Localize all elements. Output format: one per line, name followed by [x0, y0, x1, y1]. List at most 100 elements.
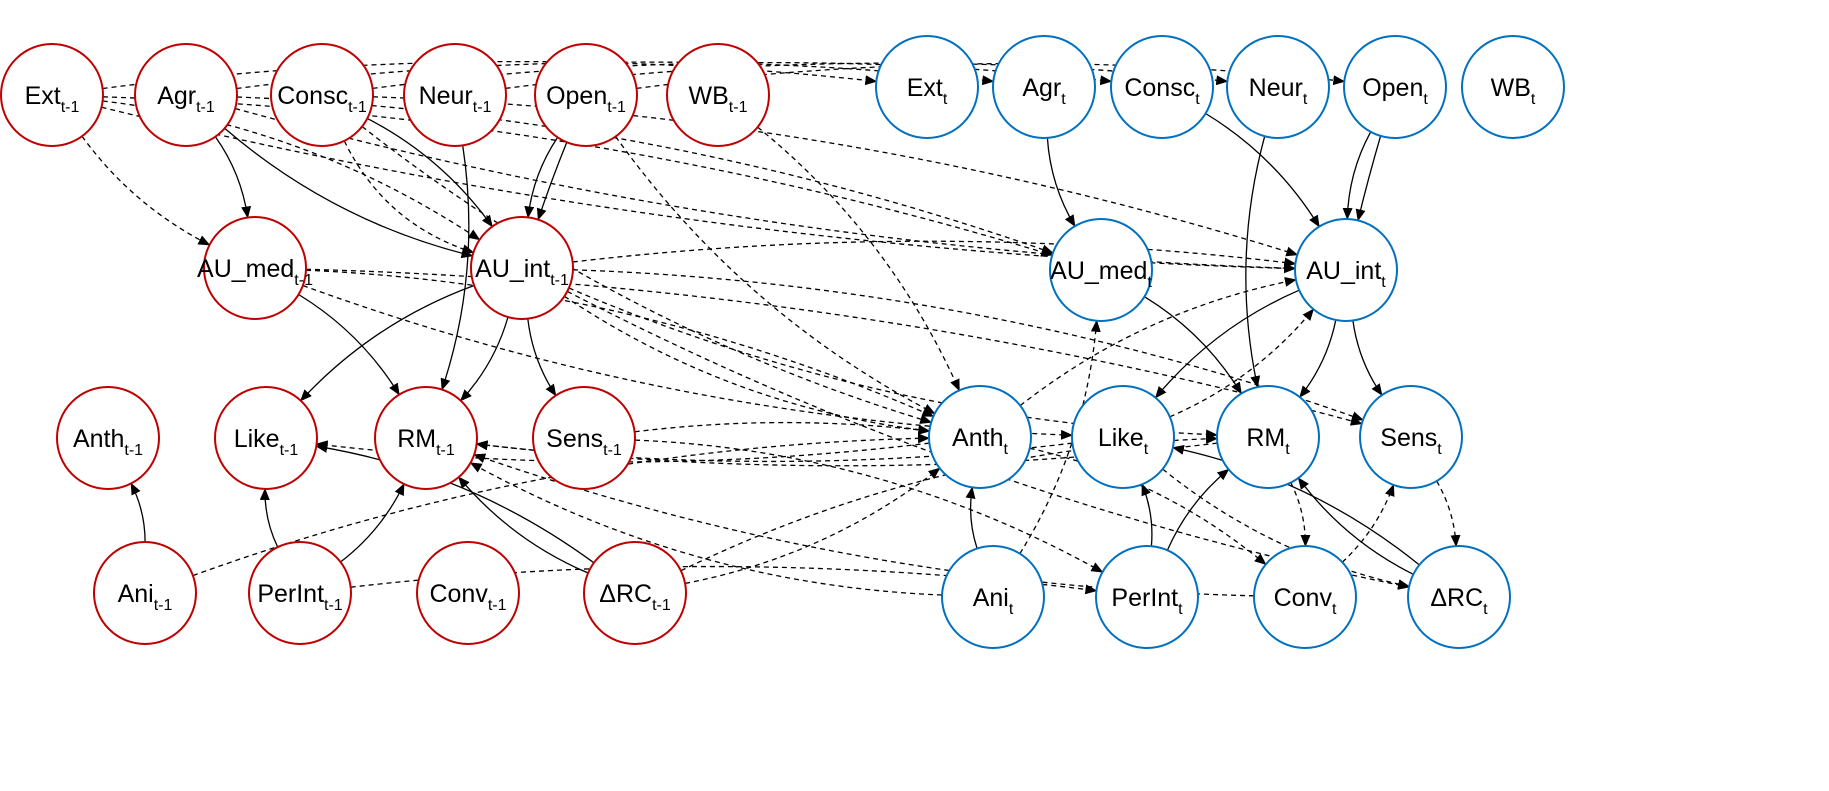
node-label-main: AU_med: [197, 255, 294, 283]
node-consc-t[interactable]: Consct: [1110, 35, 1214, 139]
node-label-subscript: t: [1178, 601, 1183, 618]
edge-auint_prev-to-like_prev: [300, 284, 475, 402]
node-sens-t[interactable]: Senst: [1359, 385, 1463, 489]
node-sens-prev[interactable]: Senst-1: [532, 386, 636, 490]
node-label-subscript: t: [1531, 91, 1536, 108]
node-circle: [0, 43, 104, 147]
node-label: Agrt: [1022, 74, 1066, 108]
node-rm-prev[interactable]: RMt-1: [374, 386, 478, 490]
edge-rm_t-to-rm_prev: [475, 440, 1218, 467]
node-auint-t[interactable]: AU_intt: [1294, 218, 1398, 322]
node-wb-prev[interactable]: WBt-1: [666, 43, 770, 147]
node-neur-prev[interactable]: Neurt-1: [403, 43, 507, 147]
node-perint-prev[interactable]: PerIntt-1: [248, 541, 352, 645]
edge-perint_t-to-rm_t: [1166, 468, 1230, 551]
node-label-subscript: t-1: [61, 99, 80, 116]
node-like-prev[interactable]: Liket-1: [214, 386, 318, 490]
node-circle: [1071, 385, 1175, 489]
edge-agr_prev-to-auint_t: [235, 107, 1296, 274]
node-label-main: ΔRC: [599, 580, 652, 608]
node-label-main: Conv: [1274, 584, 1333, 612]
node-neur-t[interactable]: Neurt: [1226, 35, 1330, 139]
node-conv-t[interactable]: Convt: [1253, 545, 1357, 649]
node-label-main: Like: [1098, 424, 1144, 452]
edge-open_prev-to-anth_t: [615, 136, 936, 415]
node-label: ΔRCt-1: [599, 580, 671, 614]
edge-open_prev-to-auint_prev: [524, 137, 559, 219]
node-label-subscript: t: [1195, 91, 1200, 108]
node-rm-t[interactable]: RMt: [1216, 385, 1320, 489]
edge-drc_t-to-rm_t: [1297, 477, 1414, 575]
node-anth-t[interactable]: Antht: [928, 385, 1032, 489]
node-label: Extt: [907, 74, 948, 108]
node-aumed-prev[interactable]: AU_medt-1: [197, 216, 313, 320]
node-label-main: Consc: [1124, 74, 1195, 102]
node-label: Extt-1: [25, 82, 80, 116]
node-like-t[interactable]: Liket: [1071, 385, 1175, 489]
node-label-main: Ani: [118, 580, 154, 608]
node-ext-t[interactable]: Extt: [875, 35, 979, 139]
node-auint-prev[interactable]: AU_intt-1: [470, 216, 574, 320]
node-label-main: AU_int: [475, 255, 550, 283]
node-label-main: Neur: [1249, 74, 1303, 102]
node-circle: [416, 541, 520, 645]
node-label: Antht-1: [73, 425, 143, 459]
node-label: Neurt-1: [419, 82, 492, 116]
edge-aumed_prev-to-rm_prev: [298, 293, 400, 396]
node-circle: [203, 216, 307, 320]
node-aumed-t[interactable]: AU_medt: [1049, 218, 1153, 322]
node-label: Opent: [1362, 74, 1428, 108]
node-ext-prev[interactable]: Extt-1: [0, 43, 104, 147]
node-label-main: Anth: [952, 424, 1003, 452]
node-label: PerIntt-1: [257, 580, 342, 614]
edge-agr_t-to-aumed_t: [1046, 137, 1076, 228]
node-agr-t[interactable]: Agrt: [992, 35, 1096, 139]
node-label: Opent-1: [546, 82, 626, 116]
node-open-t[interactable]: Opent: [1343, 35, 1447, 139]
node-wb-t[interactable]: WBt: [1461, 35, 1565, 139]
node-label-subscript: t: [1483, 601, 1488, 618]
node-consc-prev[interactable]: Consct-1: [270, 43, 374, 147]
edge-drc_t-to-like_t: [1171, 444, 1420, 566]
node-ani-t[interactable]: Anit: [941, 545, 1045, 649]
node-label: Neurt: [1249, 74, 1308, 108]
node-label: AU_medt-1: [197, 255, 313, 289]
node-perint-t[interactable]: PerIntt: [1095, 545, 1199, 649]
edge-aumed_prev-to-sens_t: [305, 268, 1363, 426]
edge-agr_prev-to-auint_prev: [224, 127, 474, 259]
node-label-subscript: t: [1285, 441, 1290, 458]
edge-ext_prev-to-aumed_t: [102, 96, 1054, 257]
node-label-subscript: t-1: [436, 442, 455, 459]
edge-consc_prev-to-auint_prev: [343, 140, 475, 254]
node-conv-prev[interactable]: Convt-1: [416, 541, 520, 645]
edge-ani_t-to-rm_prev: [469, 462, 943, 596]
node-label-main: PerInt: [257, 580, 324, 608]
node-anth-prev[interactable]: Antht-1: [56, 386, 160, 490]
edge-neur_prev-to-rm_prev: [440, 145, 470, 391]
node-label-main: WB: [689, 82, 729, 110]
node-label-subscript: t-1: [294, 272, 313, 289]
edge-open_t-to-auint_t: [1355, 135, 1382, 222]
node-open-prev[interactable]: Opent-1: [534, 43, 638, 147]
node-circle: [1095, 545, 1199, 649]
node-label-main: AU_int: [1306, 257, 1381, 285]
edge-auint_prev-to-sens_prev: [527, 318, 557, 397]
node-label-main: Ext: [907, 74, 943, 102]
edge-auint_prev-to-rm_t: [568, 287, 1218, 440]
edge-agr_prev-to-aumed_prev: [214, 136, 252, 219]
node-label-subscript: t: [943, 91, 948, 108]
node-label-subscript: t: [1061, 91, 1066, 108]
node-label: AU_medt: [1050, 257, 1152, 291]
node-agr-prev[interactable]: Agrt-1: [134, 43, 238, 147]
node-drc-t[interactable]: ΔRCt: [1407, 545, 1511, 649]
node-circle: [1343, 35, 1447, 139]
node-circle: [941, 545, 1045, 649]
node-circle: [928, 385, 1032, 489]
node-drc-prev[interactable]: ΔRCt-1: [583, 541, 687, 645]
node-label-main: Agr: [1022, 74, 1061, 102]
node-ani-prev[interactable]: Anit-1: [93, 541, 197, 645]
node-label-main: PerInt: [1111, 584, 1178, 612]
edge-ani_prev-to-anth_prev: [130, 482, 146, 543]
